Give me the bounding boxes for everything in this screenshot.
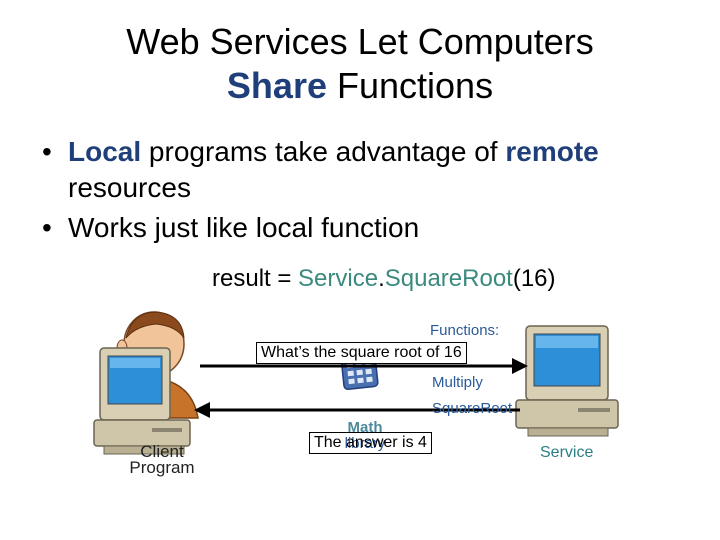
bullet-2-text: Works just like local function — [68, 212, 420, 243]
slide-title: Web Services Let Computers Share Functio… — [0, 20, 720, 108]
bullet-1-highlight-local: Local — [68, 136, 142, 167]
bullet-1-highlight-remote: remote — [505, 136, 599, 167]
formula-prefix: result = — [212, 265, 299, 292]
bullet-item-2: • Works just like local function — [42, 210, 702, 246]
formula-args: (16) — [512, 265, 556, 292]
math-label: Math — [347, 419, 383, 436]
functions-list: Functions: Add Multiply SquareRoot — [430, 318, 512, 422]
function-item-squareroot: SquareRoot — [432, 400, 513, 417]
client-computer-icon — [93, 311, 199, 455]
formula-service: Service — [298, 265, 379, 292]
function-item-multiply: Multiply — [432, 374, 483, 391]
bullet-marker: • — [42, 212, 52, 243]
response-message-box: The answer is 4 — [309, 432, 432, 454]
title-rest: Functions — [326, 65, 494, 106]
bullet-marker: • — [42, 136, 52, 167]
service-label: Service — [540, 444, 594, 461]
title-line-1: Web Services Let Computers — [126, 21, 594, 62]
client-label-line-2: Program — [129, 458, 195, 477]
client-label-line-1: Client — [140, 442, 184, 461]
title-highlight: Share — [226, 65, 327, 106]
functions-heading: Functions: — [430, 322, 500, 339]
formula-method: SquareRoot — [384, 265, 513, 292]
bullet-1-continuation: resources — [68, 172, 191, 203]
bullet-item-1: • Local programs take advantage of remot… — [42, 134, 702, 206]
client-program-label: Client Program — [122, 442, 202, 477]
response-arrowhead — [194, 402, 210, 418]
formula-dot: . — [378, 265, 385, 292]
math-library-label: Math library — [335, 420, 395, 452]
bullet-list: • Local programs take advantage of remot… — [42, 134, 702, 250]
request-message-box: What’s the square root of 16 — [256, 342, 467, 364]
library-label: library — [344, 435, 386, 452]
service-computer-icon — [515, 325, 619, 437]
code-formula: result = Service.SquareRoot(16) — [212, 264, 556, 294]
message-arrows — [194, 358, 528, 418]
title-line-2: Share Functions — [0, 64, 720, 108]
bullet-1-text: programs take advantage of — [141, 136, 506, 167]
request-arrowhead — [512, 358, 528, 374]
